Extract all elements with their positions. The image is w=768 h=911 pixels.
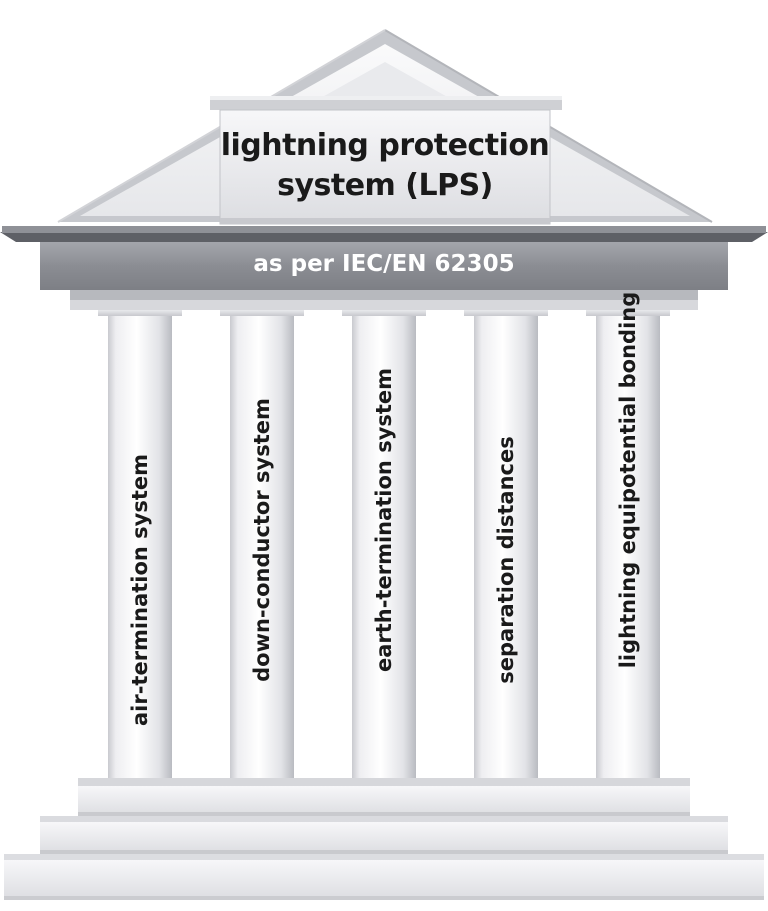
standard-subtitle: as per IEC/EN 62305: [253, 251, 515, 277]
pillar-label-separation-distances: separation distances: [486, 280, 526, 760]
column-2: [220, 310, 304, 780]
pillar-label-air-termination: air-termination system: [120, 280, 160, 760]
column-1: [98, 310, 182, 780]
column-3: [342, 310, 426, 780]
title-line-1: lightning protection: [220, 128, 550, 163]
pillar-label-text: separation distances: [494, 436, 518, 684]
pillar-label-text: air-termination system: [128, 453, 152, 727]
pillar-label-text: earth-termination system: [372, 367, 396, 673]
column-4: [464, 310, 548, 780]
pillar-label-earth-termination: earth-termination system: [364, 280, 404, 760]
title-sign: [210, 96, 562, 225]
title-line-2: system (LPS): [277, 168, 493, 203]
pillar-label-text: lightning equipotential bonding: [616, 291, 640, 669]
cornice: [0, 226, 768, 310]
base-steps: [4, 778, 764, 900]
pillar-label-down-conductor: down-conductor system: [242, 280, 282, 760]
pillar-label-equipotential-bonding: lightning equipotential bonding: [608, 280, 648, 760]
column-5: [586, 310, 670, 780]
pillar-label-text: down-conductor system: [250, 398, 274, 682]
